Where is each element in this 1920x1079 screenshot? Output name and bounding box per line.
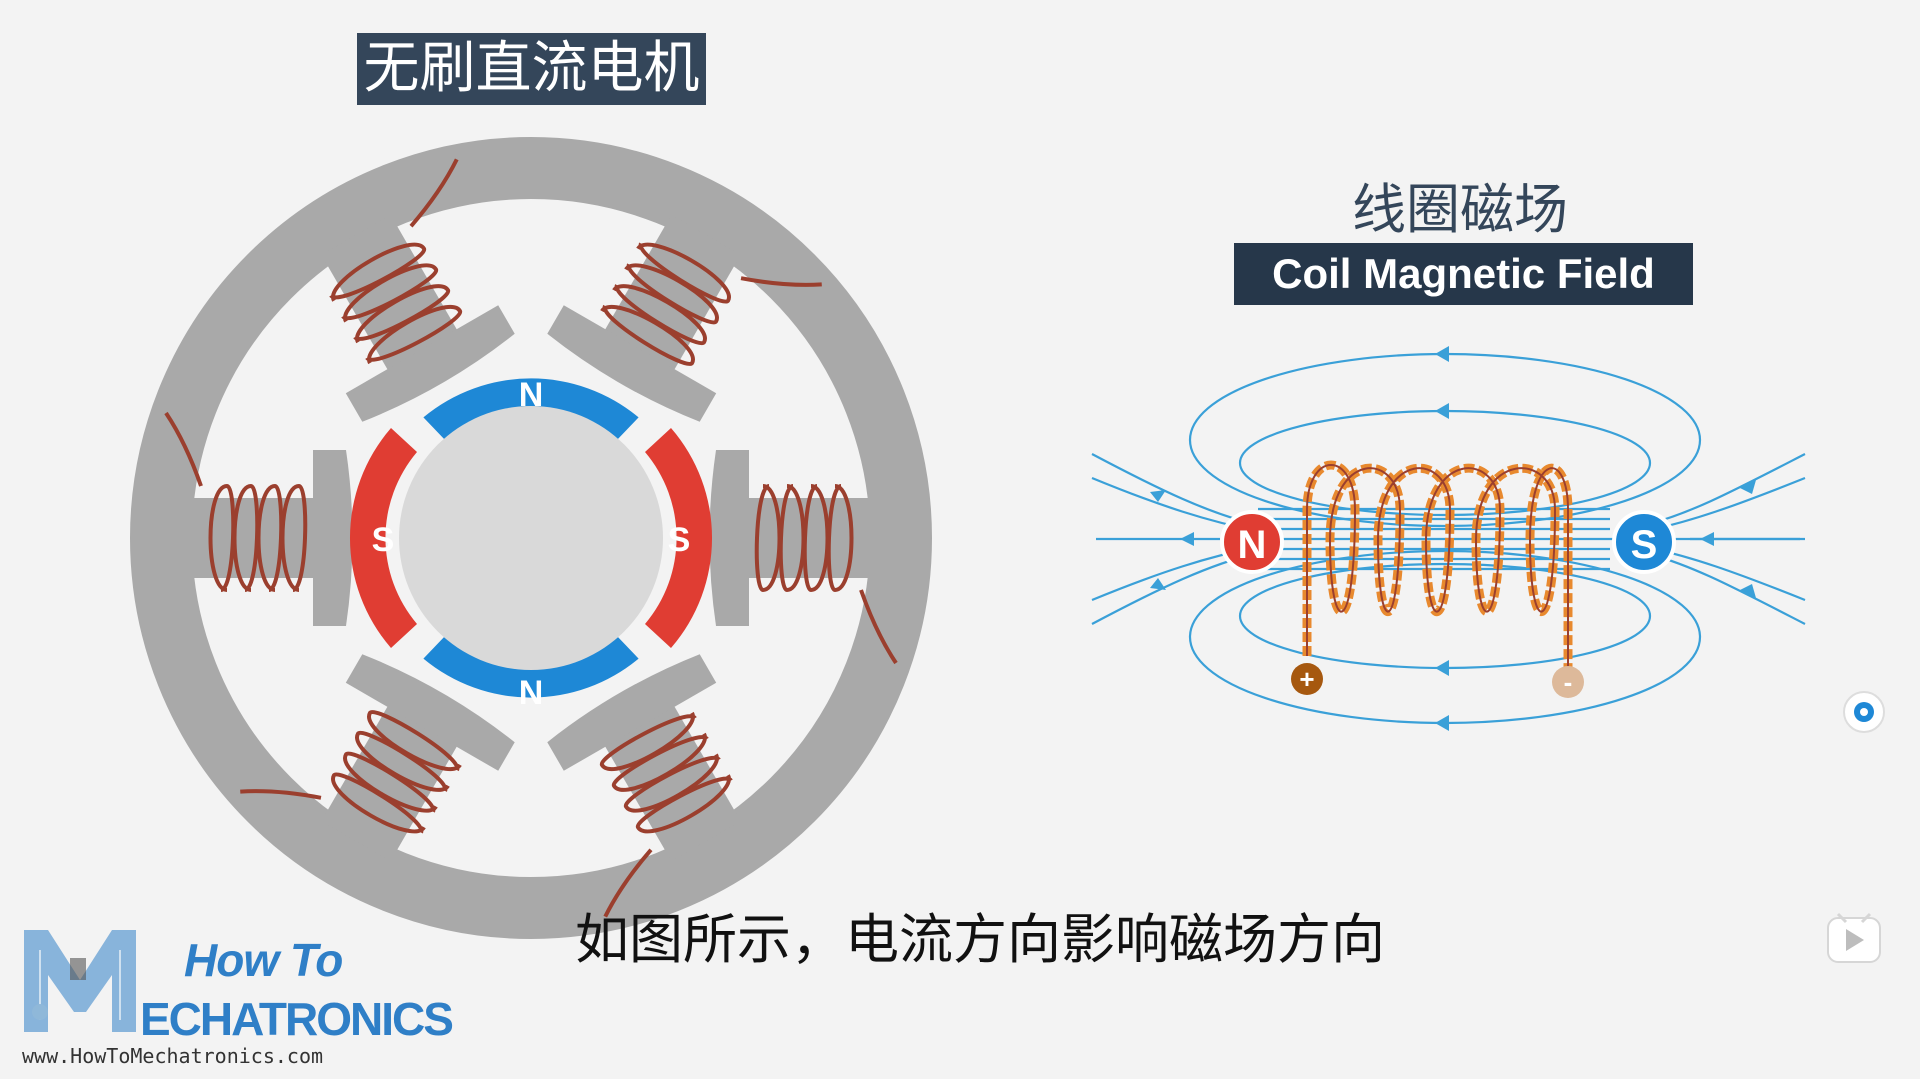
winding-turn — [635, 774, 733, 834]
pole-label-top: N — [519, 376, 544, 414]
winding-lead — [859, 589, 898, 665]
winding-turn — [355, 730, 450, 792]
winding-turn — [600, 304, 695, 366]
winding-turn — [599, 711, 697, 772]
logo-text-how-to: How To — [184, 934, 343, 986]
stator-tooth-bottom-right — [547, 654, 741, 918]
coil-title-cn: 线圈磁场 — [1352, 178, 1568, 241]
coil-field-diagram: N S + - — [1091, 346, 1806, 731]
winding-turn — [636, 242, 731, 304]
tooth-stem — [321, 704, 459, 862]
brand-logo-icon — [24, 930, 136, 1032]
stator-tooth-top-right — [547, 214, 822, 422]
winding-turn — [343, 751, 438, 813]
rotor-core — [399, 406, 663, 670]
terminal-positive — [1291, 663, 1323, 695]
winding-turn — [802, 484, 830, 593]
winding-lead — [164, 411, 203, 487]
winding-turn — [232, 483, 260, 592]
coil-pole-south — [1612, 510, 1676, 574]
winding-turn — [280, 483, 308, 592]
stator-teeth — [164, 158, 898, 918]
tooth-stem — [181, 498, 316, 578]
coil-wire-core — [1306, 464, 1569, 680]
winding-turn — [365, 304, 463, 365]
winding-turn — [367, 710, 462, 772]
pole-label-right: S — [668, 521, 691, 559]
winding-turn — [778, 484, 806, 593]
logo-text-mechatronics: ECHATRONICS — [140, 993, 454, 1045]
float-button-icon[interactable] — [1843, 691, 1885, 733]
winding-lead — [740, 276, 822, 287]
tooth-stem — [746, 498, 881, 578]
winding-turn — [331, 772, 426, 834]
winding-turn — [329, 242, 427, 302]
logo-url: www.HowToMechatronics.com — [22, 1044, 324, 1068]
winding-turn — [754, 484, 782, 593]
winding-turn — [208, 483, 236, 592]
rotor-magnet-south-right — [645, 428, 713, 648]
field-lines — [1091, 352, 1806, 725]
winding-turn — [611, 732, 709, 792]
tooth-stem — [603, 704, 741, 862]
stator-ring — [130, 137, 932, 939]
winding-turn — [624, 263, 719, 325]
stator-tooth-left — [164, 411, 353, 626]
tooth-stem — [321, 214, 459, 372]
tooth-shoe — [709, 450, 749, 626]
coil-pole-north — [1220, 510, 1284, 574]
terminal-positive-label: + — [1299, 664, 1314, 694]
subtitle-caption: 如图所示，电流方向影响磁场方向 — [575, 908, 1385, 971]
winding-turn — [353, 284, 451, 344]
tooth-shoe — [547, 654, 717, 771]
rotor: N N S S — [349, 376, 713, 712]
terminal-negative-label: - — [1564, 667, 1573, 697]
winding-turn — [256, 483, 284, 592]
winding-lead — [603, 848, 653, 918]
field-arrows — [1150, 346, 1756, 731]
tooth-shoe — [313, 450, 353, 626]
winding-lead — [240, 789, 322, 800]
stator-tooth-bottom-left — [240, 654, 515, 862]
tooth-shoe — [345, 305, 515, 422]
page-title: 无刷直流电机 — [357, 33, 706, 105]
stator-tooth-right — [709, 450, 898, 665]
rotor-magnet-south-left — [349, 428, 417, 648]
coil-pole-north-label: N — [1238, 523, 1267, 567]
pole-label-left: S — [372, 521, 395, 559]
winding-lead — [409, 158, 459, 228]
tooth-shoe — [547, 305, 717, 422]
coil-title-en: Coil Magnetic Field — [1234, 243, 1693, 305]
stator-tooth-top-left — [321, 158, 515, 422]
play-icon[interactable] — [1827, 912, 1881, 963]
tooth-stem — [603, 214, 741, 372]
pole-label-bottom: N — [519, 674, 544, 712]
coil-pole-south-label: S — [1631, 523, 1658, 567]
winding-turn — [341, 263, 439, 323]
terminal-negative — [1552, 666, 1584, 698]
winding-turn — [826, 484, 854, 593]
tooth-shoe — [345, 654, 515, 771]
winding-turn — [623, 753, 721, 813]
winding-turn — [612, 284, 707, 346]
coil-wire — [1302, 460, 1573, 680]
